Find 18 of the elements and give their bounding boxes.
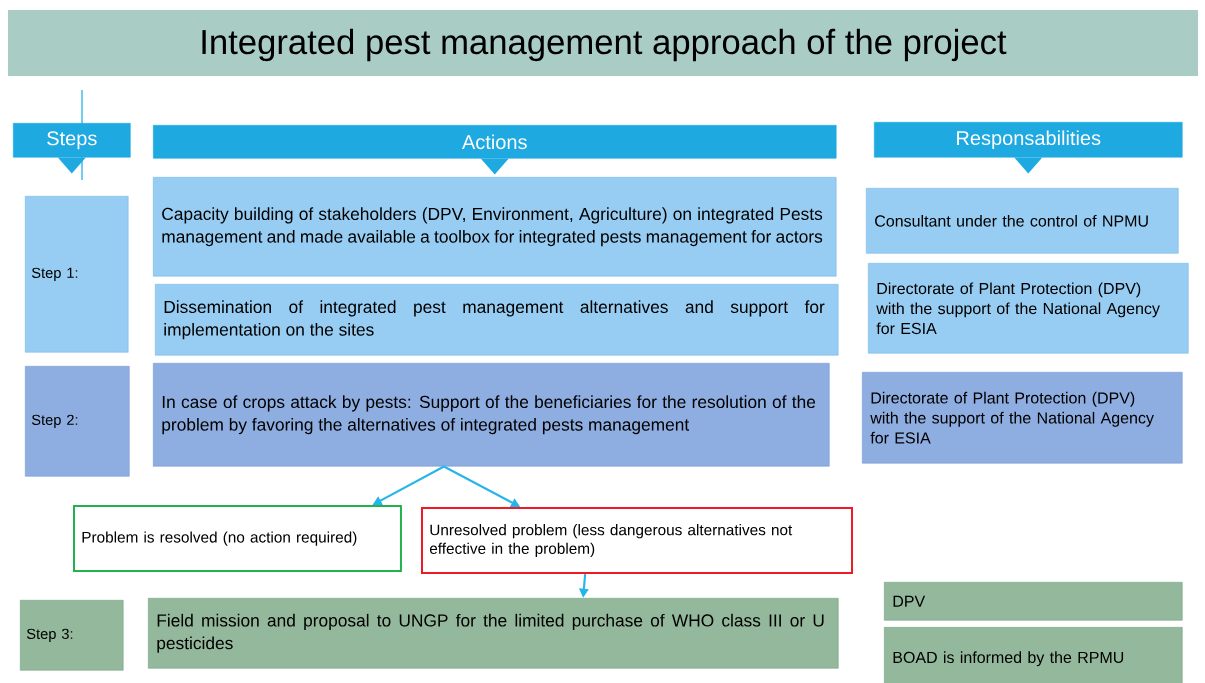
outcome-box: Problem is resolved (no action required): [73, 505, 402, 573]
title-banner: Integrated pest management approach of the project: [8, 10, 1198, 76]
responsibility-box: Directorate of Plant Protection (DPV) with the support of the National Agency for ESIA: [868, 263, 1189, 354]
step-box: Step 3:: [20, 600, 124, 671]
header-banner: Steps: [13, 123, 131, 174]
action-box: Capacity building of stakeholders (DPV, Environment, Agriculture) on integrated Pests management and made available a toolbox for integrated pests management for actors: [153, 177, 837, 277]
responsibility-box: DPV: [884, 582, 1183, 621]
action-box: Field mission and proposal to UNGP for the limited purchase of WHO class III or U pesticides: [148, 598, 839, 669]
outcome-box: Unresolved problem (less dangerous alternatives not effective in the problem): [421, 507, 853, 575]
responsibility-box: BOAD is informed by the RPMU: [884, 627, 1183, 683]
step-box: Step 2:: [25, 366, 130, 477]
responsibility-box: Directorate of Plant Protection (DPV) with the support of the National Agency for ESIA: [862, 372, 1183, 464]
header-banner: Actions: [153, 125, 837, 175]
step-box: Step 1:: [25, 196, 129, 353]
responsibility-box: Consultant under the control of NPMU: [866, 188, 1179, 254]
header-banner: Responsabilities: [874, 122, 1183, 174]
action-box: In case of crops attack by pests: Support of the beneficiaries for the resolution of the problem by favoring the alternatives of integrated pests management: [153, 363, 830, 467]
action-box: Dissemination of integrated pest management alternatives and support for implementation on the sites: [155, 284, 839, 356]
